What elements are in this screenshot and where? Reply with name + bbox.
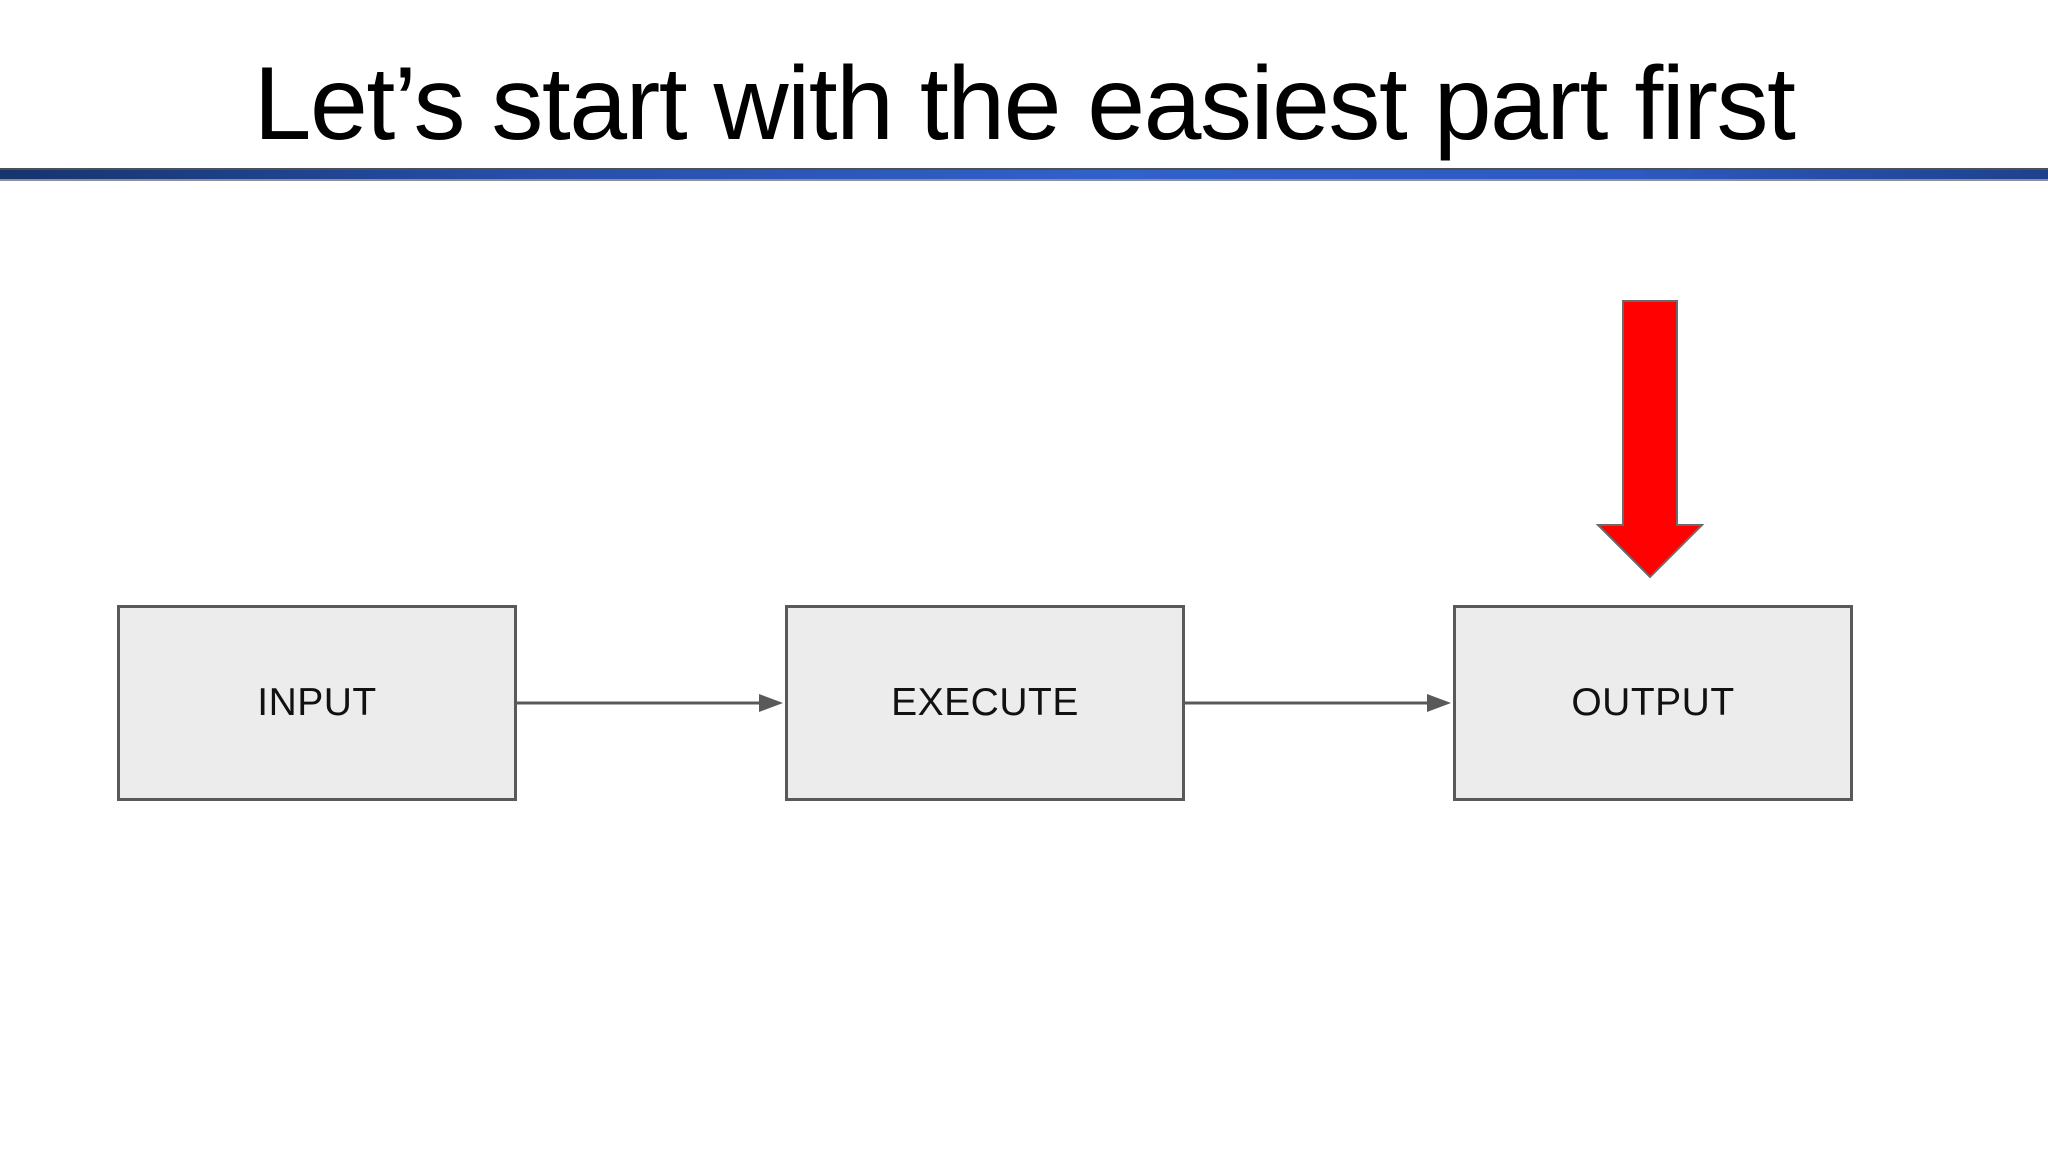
flow-node-output-label: OUTPUT [1571, 681, 1735, 724]
title-divider-line [0, 168, 2048, 181]
flow-node-input-label: INPUT [257, 681, 377, 724]
connector-arrow-execute-to-output-icon [1185, 694, 1451, 712]
slide-title: Let’s start with the easiest part first [253, 46, 1796, 162]
flow-node-input: INPUT [117, 605, 517, 801]
flow-node-execute: EXECUTE [785, 605, 1185, 801]
flow-node-execute-label: EXECUTE [891, 681, 1079, 724]
flow-node-output: OUTPUT [1453, 605, 1853, 801]
highlight-down-arrow-icon [1595, 300, 1705, 579]
connector-arrow-input-to-execute-icon [517, 694, 783, 712]
